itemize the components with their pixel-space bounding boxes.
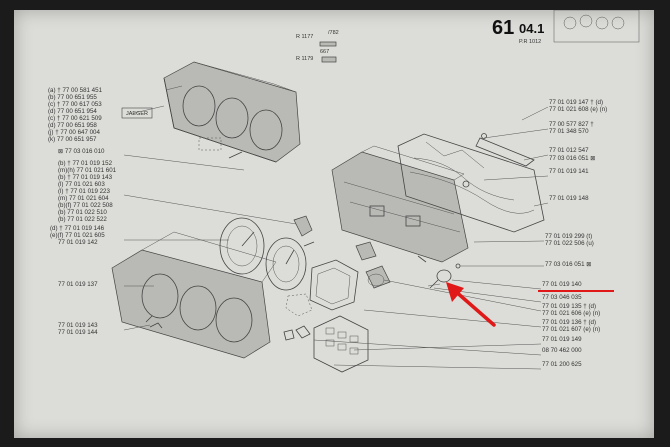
variant-symbol-icon — [319, 41, 337, 47]
part-label: 77 01 019 147 † (d) — [549, 99, 603, 106]
part-label: 77 01 019 149 — [542, 336, 582, 343]
thumb-gauge-icon — [595, 16, 609, 30]
part-label: (b) 77 00 651 955 — [48, 94, 97, 101]
part-label: 77 01 021 607 (e) (n) — [542, 326, 600, 333]
part-label: 77 01 200 625 — [542, 361, 582, 368]
part-label: ⊠ 77 03 016 010 — [58, 148, 105, 155]
part-label: 77 03 046 035 — [542, 294, 582, 301]
part-label: 77 01 019 141 — [549, 168, 589, 175]
vehicle-code-suffix: 667 — [320, 49, 329, 55]
part-label: (b) † 77 01 019 143 — [58, 174, 113, 181]
part-label: 77 01 021 606 (e) (n) — [542, 310, 600, 317]
page-ref: P.R 1012 — [519, 39, 541, 45]
part-label: 77 01 019 140 — [542, 281, 582, 288]
part-label: 77 01 019 142 — [58, 239, 98, 246]
vehicle-code: R 1179 — [296, 56, 313, 62]
part-label: (d) † 77 01 019 146 — [50, 225, 105, 232]
lower-instrument-cluster — [111, 231, 277, 359]
part-label: (l) † 77 01 019 223 — [58, 188, 111, 195]
catalog-page: 61 04.1 P.R 1012 R 1177 /782 R 1179 667 … — [14, 10, 654, 438]
thumb-gauge-icon — [611, 16, 625, 30]
highlight-annotation — [446, 282, 614, 327]
vehicle-code: R 1177 — [296, 34, 313, 40]
part-label: 77 01 019 144 — [58, 329, 98, 336]
red-arrow-icon — [446, 282, 464, 302]
part-label: 77 01 019 143 — [58, 322, 98, 329]
gauge-dials — [219, 215, 315, 291]
left-part-labels: (a) † 77 00 581 451 (b) 77 00 651 955 (c… — [48, 87, 153, 336]
vehicle-code-block: R 1177 /782 R 1179 667 — [296, 30, 339, 63]
part-label: (m)(h) 77 01 021 601 — [58, 167, 117, 174]
part-label: 77 01 019 136 † (d) — [542, 319, 596, 326]
red-arrow-shaft — [452, 288, 496, 327]
part-label: (e)(f) 77 01 021 605 — [50, 232, 105, 239]
jaeger-tag — [121, 107, 153, 119]
header-thumbnail-frame — [553, 10, 640, 43]
part-label: (a) † 77 00 581 451 — [48, 87, 103, 94]
part-label: 77 01 348 570 — [549, 128, 589, 135]
page-number: 61 — [492, 17, 514, 39]
part-label: 77 01 019 299 (t) — [545, 233, 592, 240]
thumb-gauge-icon — [563, 16, 577, 30]
part-label: 77 01 019 135 † (d) — [542, 303, 596, 310]
right-part-labels: 77 01 019 147 † (d) 77 01 021 608 (e) (n… — [542, 99, 607, 368]
bulb-holders — [417, 255, 461, 289]
part-label: 77 01 012 547 — [549, 147, 589, 154]
section-number: 04.1 — [519, 21, 544, 36]
page-header: 61 04.1 P.R 1012 — [492, 10, 640, 45]
part-label: (k) 77 00 651 957 — [48, 136, 97, 143]
part-label: (j) † 77 00 647 004 — [48, 129, 101, 136]
exploded-parts-diagram: 61 04.1 P.R 1012 R 1177 /782 R 1179 667 … — [48, 10, 640, 373]
variant-symbol-icon — [321, 56, 337, 63]
part-label: (d) 77 00 651 954 — [48, 108, 97, 115]
upper-instrument-cluster — [133, 61, 301, 163]
part-label: 77 01 019 137 — [58, 281, 98, 288]
part-label: 77 03 016 051 ⊠ — [545, 261, 591, 268]
part-label: 77 01 019 148 — [549, 195, 589, 202]
lens-bezel — [285, 259, 359, 317]
vehicle-code-suffix: /782 — [328, 30, 339, 36]
part-label: 77 03 016 051 ⊠ — [549, 155, 595, 162]
part-label: (c) † 77 00 617 053 — [48, 101, 102, 108]
part-label: (c) † 77 00 621 509 — [48, 115, 102, 122]
part-label: 77 01 022 506 (u) — [545, 240, 594, 247]
part-label: 77 00 577 827 † — [549, 121, 594, 128]
part-label: (d) 77 00 651 958 — [48, 122, 97, 129]
part-label: 08 70 462 000 — [542, 347, 582, 354]
part-label: (l) 77 01 021 603 — [58, 181, 105, 188]
part-label: (b) 77 01 022 522 — [58, 216, 107, 223]
rear-housing — [331, 145, 469, 289]
printed-circuit-board — [397, 133, 545, 233]
part-label: 77 01 021 608 (e) (n) — [549, 106, 607, 113]
part-label: (b)(f) 77 01 022 508 — [58, 202, 113, 209]
part-label: (m) 77 01 021 604 — [58, 195, 109, 202]
thumb-gauge-icon — [579, 14, 593, 28]
jaeger-brand-label: JAEGER — [126, 111, 148, 117]
warning-light-panel — [283, 315, 369, 373]
part-label: (b) 77 01 022 510 — [58, 209, 107, 216]
part-label: (b) † 77 01 019 152 — [58, 160, 113, 167]
